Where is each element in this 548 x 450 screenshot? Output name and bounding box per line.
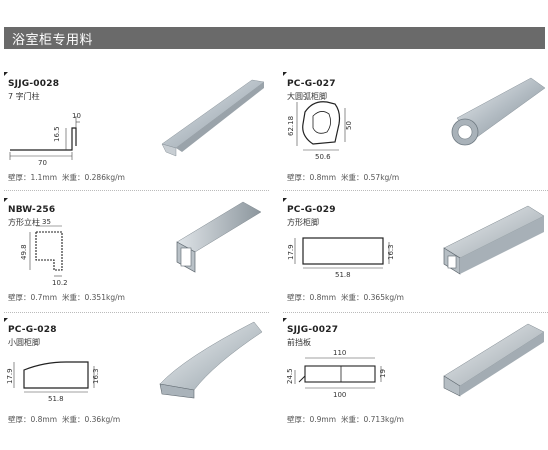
product-code: SJJG-0027 (287, 325, 339, 335)
weight-per-meter: 米重：0.286kg/m (62, 173, 125, 182)
corner-mark-icon (283, 318, 287, 322)
product-name: 前挡板 (287, 338, 311, 347)
wall-thickness: 壁厚：0.8mm (287, 293, 337, 302)
corner-mark-icon (4, 198, 8, 202)
section-header: 浴室柜专用料 (4, 27, 545, 49)
dim-label: 51.8 (48, 395, 64, 403)
product-code: SJJG-0028 (8, 79, 60, 89)
profile-render-image (176, 201, 262, 273)
profile-drawing: 62.18 50 50.6 (287, 101, 353, 161)
corner-mark-icon (4, 72, 8, 76)
profile-drawing: 10 16.5 70 (9, 112, 81, 167)
product-code: PC-G-029 (287, 205, 336, 215)
dim-label: 16.3 (92, 368, 100, 384)
divider (4, 312, 269, 313)
profile-render-image (451, 77, 546, 146)
product-card: SJJG-0027 前挡板 110 24.5 19 100 壁厚：0.9mm 米… (283, 318, 548, 446)
product-card: PC-G-027 大圆弧柜脚 62.18 50 50.6 壁厚：0.8mm 米重… (283, 72, 548, 200)
profile-drawing: 35 49.8 10.2 (20, 218, 68, 287)
wall-thickness: 壁厚：0.8mm (8, 415, 58, 424)
dim-label: 100 (333, 391, 346, 399)
weight-per-meter: 米重：0.351kg/m (62, 293, 125, 302)
product-card: NBW-256 方形立柱 35 49.8 10.2 壁厚：0.7mm 米重：0.… (4, 198, 269, 326)
dim-label: 70 (38, 159, 47, 167)
dim-label: 19 (379, 369, 387, 378)
dim-label: 16.5 (53, 126, 61, 142)
wall-thickness: 壁厚：0.8mm (287, 173, 337, 182)
dim-label: 51.8 (335, 271, 351, 279)
divider (4, 190, 269, 191)
wall-thickness: 壁厚：0.9mm (287, 415, 337, 424)
profile-drawing: 17.9 16.3 51.8 (6, 361, 100, 403)
product-name: 方形立柱 (8, 218, 40, 227)
divider (283, 190, 548, 191)
profile-render-image (159, 321, 263, 399)
product-name: 方形柜脚 (287, 218, 319, 227)
dim-label: 50.6 (315, 153, 331, 161)
corner-mark-icon (283, 198, 287, 202)
dim-label: 10.2 (52, 279, 68, 287)
wall-thickness: 壁厚：0.7mm (8, 293, 58, 302)
section-title: 浴室柜专用料 (12, 33, 94, 48)
dim-label: 16.3 (387, 244, 395, 260)
product-card: PC-G-029 方形柜脚 17.9 16.3 51.8 壁厚：0.8mm 米重… (283, 198, 548, 326)
dim-label: 24.5 (286, 368, 294, 384)
corner-mark-icon (283, 72, 287, 76)
product-name: 小圆柜脚 (8, 338, 40, 347)
dim-label: 17.9 (6, 368, 14, 384)
weight-per-meter: 米重：0.365kg/m (341, 293, 404, 302)
profile-drawing: 110 24.5 19 100 (286, 349, 387, 399)
weight-per-meter: 米重：0.36kg/m (62, 415, 121, 424)
dim-label: 62.18 (287, 116, 295, 136)
profile-render-image (443, 323, 545, 397)
weight-per-meter: 米重：0.57kg/m (341, 173, 400, 182)
profile-render-image (443, 205, 545, 275)
divider (283, 312, 548, 313)
product-code: PC-G-027 (287, 79, 336, 89)
product-card: SJJG-0028 7 字门柱 10 16.5 70 壁厚：1.1mm 米重：0… (4, 72, 269, 200)
product-name: 7 字门柱 (8, 92, 40, 101)
profile-drawing: 17.9 16.3 51.8 (287, 237, 395, 279)
dim-label: 50 (345, 121, 353, 130)
dim-label: 110 (333, 349, 346, 357)
weight-per-meter: 米重：0.713kg/m (341, 415, 404, 424)
product-code: PC-G-028 (8, 325, 57, 335)
dim-label: 49.8 (20, 244, 28, 260)
dim-label: 10 (72, 112, 81, 120)
product-card: PC-G-028 小圆柜脚 17.9 16.3 51.8 壁厚：0.8mm 米重… (4, 318, 269, 446)
dim-label: 17.9 (287, 244, 295, 260)
product-name: 大圆弧柜脚 (287, 92, 327, 101)
wall-thickness: 壁厚：1.1mm (8, 173, 58, 182)
profile-render-image (161, 79, 265, 157)
product-code: NBW-256 (8, 205, 56, 215)
dim-label: 35 (42, 218, 51, 226)
corner-mark-icon (4, 318, 8, 322)
